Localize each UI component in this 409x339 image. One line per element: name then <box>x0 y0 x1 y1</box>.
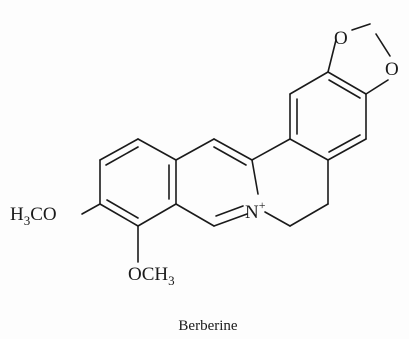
bond <box>327 39 337 73</box>
left-methoxy-label: H3CO <box>10 204 57 228</box>
oxygen-right-label: O <box>385 59 399 80</box>
bond <box>365 79 389 95</box>
bond <box>215 205 244 217</box>
bond <box>289 203 329 227</box>
bond <box>175 138 215 161</box>
bond <box>213 213 248 227</box>
bond <box>327 71 367 95</box>
methoxy-subscript: 3 <box>24 213 31 228</box>
bond <box>264 211 291 227</box>
nitrogen-symbol: N <box>245 202 259 223</box>
methoxy-h: H <box>10 204 24 225</box>
ring-a-bonds <box>99 138 177 227</box>
dioxole-bonds <box>327 23 391 95</box>
methoxy-och: OCH <box>128 264 168 285</box>
bottom-methoxy-label: OCH3 <box>128 264 175 288</box>
positive-charge: + <box>259 198 266 212</box>
bond <box>289 71 329 95</box>
methoxy-subscript: 3 <box>168 273 175 288</box>
oxygen-top-label: O <box>334 28 348 49</box>
bond <box>81 203 101 215</box>
bond <box>251 138 291 161</box>
methoxy-bonds <box>81 203 139 263</box>
bond <box>213 138 253 161</box>
ring-d-bonds <box>289 71 367 161</box>
bond <box>328 134 361 153</box>
compound-name-caption: Berberine <box>178 318 237 334</box>
bond <box>327 138 367 161</box>
ring-b-bonds <box>175 138 259 227</box>
bond <box>213 146 247 166</box>
bond <box>105 146 139 166</box>
bond <box>137 203 177 227</box>
bond <box>375 33 391 57</box>
nitrogen-label: N+ <box>245 198 266 223</box>
bond <box>99 203 139 227</box>
bond <box>251 159 259 195</box>
bond <box>289 138 329 161</box>
bond <box>175 203 215 227</box>
methoxy-co: CO <box>30 204 56 225</box>
bond <box>137 138 177 161</box>
bond <box>106 199 139 219</box>
bond <box>351 23 371 31</box>
bond <box>328 79 361 99</box>
ring-c-bonds <box>251 138 329 227</box>
bond <box>99 138 139 161</box>
